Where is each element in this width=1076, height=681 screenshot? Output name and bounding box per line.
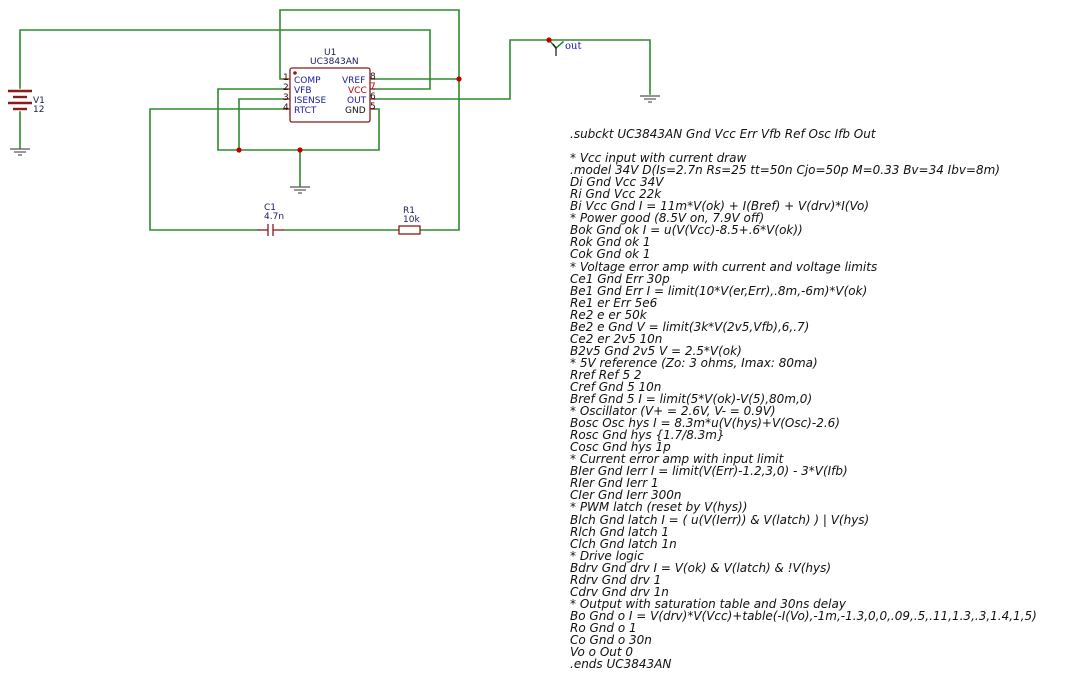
capacitor-c1[interactable]: C1 4.7n — [258, 203, 284, 236]
pin-name-rtct: RTCT — [294, 106, 317, 116]
netlist-line: Cosc Gnd hys 1p — [570, 440, 671, 455]
pin-name-gnd: GND — [345, 106, 366, 116]
battery-v1[interactable]: V1 12 — [8, 89, 45, 115]
pin-name-vref: VREF — [342, 76, 365, 86]
u1-ref: U1 — [324, 48, 336, 58]
netlist-line: CIer Gnd Ierr 300n — [570, 488, 682, 503]
pin-num-1: 1 — [283, 73, 289, 83]
netlist-line: * Current error amp with input limit — [570, 452, 784, 467]
netlist-line: Bdrv Gnd drv I = V(ok) & V(latch) & !V(h… — [570, 560, 832, 575]
netlist-line: Rref Ref 5 2 — [570, 367, 642, 382]
pin-name-vcc: VCC — [348, 86, 367, 96]
netlist-line: Ro Gnd o 1 — [570, 620, 637, 635]
netlist-line: Ri Gnd Vcc 22k — [570, 187, 662, 202]
netlist-line: Rlch Gnd latch 1 — [570, 524, 670, 539]
junction-out — [546, 37, 552, 43]
net-label-out[interactable]: out — [552, 40, 581, 56]
c1-value: 4.7n — [264, 212, 284, 222]
netlist-line: RIer Gnd Ierr 1 — [570, 476, 659, 491]
netlist-line: Cdrv Gnd drv 1n — [570, 584, 669, 599]
v1-value: 12 — [33, 105, 44, 115]
pin-num-3: 3 — [283, 93, 289, 103]
netlist-line: Be2 e Gnd V = limit(3k*V(2v5,Vfb),6,.7) — [570, 319, 810, 334]
netlist-line: * Vcc input with current draw — [570, 151, 747, 166]
out-label: out — [565, 41, 581, 52]
pin-num-8: 8 — [370, 72, 376, 82]
netlist-line: Bo Gnd o I = V(drv)*V(Vcc)+table(-I(Vo),… — [570, 608, 1037, 623]
wire-out[interactable] — [374, 39, 651, 100]
junctions — [236, 37, 552, 153]
netlist-line: Bosc Osc hys I = 8.3m*u(V(hys)+V(Osc)-2.… — [570, 416, 840, 431]
netlist-line: .model 34V D(Is=2.7n Rs=25 tt=50n Cjo=50… — [570, 163, 1000, 178]
ground-out — [640, 95, 660, 103]
pin-num-7: 7 — [370, 82, 376, 92]
netlist-line: * Oscillator (V+ = 2.6V, V- = 0.9V) — [570, 404, 776, 419]
pin-num-2: 2 — [283, 83, 289, 93]
netlist-line: Bref Gnd 5 I = limit(5*V(ok)-V(5),80m,0) — [570, 392, 813, 407]
pin-name-comp: COMP — [294, 76, 321, 86]
netlist-line: Be1 Gnd Err I = limit(10*V(er,Err),.8m,-… — [570, 283, 868, 298]
pin-name-isense: ISENSE — [294, 96, 326, 106]
ic-u1[interactable]: U1 UC3843AN 1 2 3 4 COMP VFB ISENSE RTCT… — [283, 48, 376, 123]
pin-num-6: 6 — [370, 92, 376, 102]
netlist-line: Rok Gnd ok 1 — [570, 235, 651, 250]
wire-v1-vcc[interactable] — [19, 29, 431, 90]
netlist-line: Rosc Gnd hys {1.7/8.3m} — [570, 428, 725, 443]
netlist-line: Ce1 Gnd Err 30p — [570, 271, 670, 286]
netlist-line: Rdrv Gnd drv 1 — [570, 572, 662, 587]
netlist-line: Re1 er Err 5e6 — [570, 295, 658, 310]
pin-name-vfb: VFB — [294, 86, 312, 96]
subckt-netlist: .subckt UC3843AN Gnd Vcc Err Vfb Ref Osc… — [570, 128, 1037, 670]
resistor-r1[interactable]: R1 10k — [398, 206, 421, 235]
wires — [19, 9, 651, 231]
wire-rtct[interactable] — [149, 108, 284, 231]
netlist-line: Co Gnd o 30n — [570, 632, 652, 647]
netlist-line: .subckt UC3843AN Gnd Vcc Err Vfb Ref Osc… — [570, 127, 876, 141]
netlist-line: * PWM latch (reset by V(hys)) — [570, 500, 748, 515]
ground-v1 — [10, 148, 30, 156]
netlist-line: * 5V reference (Zo: 3 ohms, Imax: 80ma) — [570, 355, 818, 370]
pin-num-5: 5 — [370, 102, 376, 112]
junction-gnd — [297, 147, 303, 153]
netlist-line: Blch Gnd latch I = ( u(V(Ierr)) & V(latc… — [570, 512, 870, 527]
netlist-line: Cref Gnd 5 10n — [570, 379, 662, 394]
c1-ref: C1 — [264, 203, 276, 213]
ground-ic — [290, 186, 310, 194]
junction-vref — [456, 76, 462, 82]
netlist-line: .ends UC3843AN — [570, 657, 672, 672]
netlist-line: Di Gnd Vcc 34V — [570, 175, 664, 190]
wire-comp-vref[interactable] — [279, 9, 460, 231]
netlist-line: Clch Gnd latch 1n — [570, 536, 677, 551]
netlist-line: BIer Gnd Ierr I = limit(V(Err)-1.2,3,0) … — [570, 464, 848, 479]
pin-num-4: 4 — [283, 103, 289, 113]
netlist-line: Ce2 er 2v5 10n — [570, 331, 663, 346]
netlist-line: * Power good (8.5V on, 7.9V off) — [570, 211, 765, 226]
junction-isense — [236, 147, 242, 153]
netlist-line: B2v5 Gnd 2v5 V = 2.5*V(ok) — [570, 343, 742, 358]
netlist-line: Bok Gnd ok I = u(V(Vcc)-8.5+.6*V(ok)) — [570, 223, 803, 238]
netlist-line: * Voltage error amp with current and vol… — [570, 259, 878, 274]
netlist-line: * Drive logic — [570, 548, 644, 563]
v1-ref: V1 — [33, 96, 45, 106]
u1-value: UC3843AN — [310, 57, 359, 67]
pin1-dot — [293, 71, 297, 75]
r1-ref: R1 — [403, 206, 415, 216]
netlist-line: Bi Vcc Gnd I = 11m*V(ok) + I(Bref) + V(d… — [570, 199, 869, 214]
netlist-line: Re2 e er 50k — [570, 307, 647, 322]
netlist-line: * Output with saturation table and 30ns … — [570, 596, 846, 611]
wire-isense[interactable] — [238, 98, 284, 151]
pin-name-out: OUT — [347, 96, 367, 106]
netlist-line: Cok Gnd ok 1 — [570, 247, 651, 262]
r1-value: 10k — [403, 215, 420, 225]
netlist-line: Vo o Out 0 — [570, 645, 634, 660]
